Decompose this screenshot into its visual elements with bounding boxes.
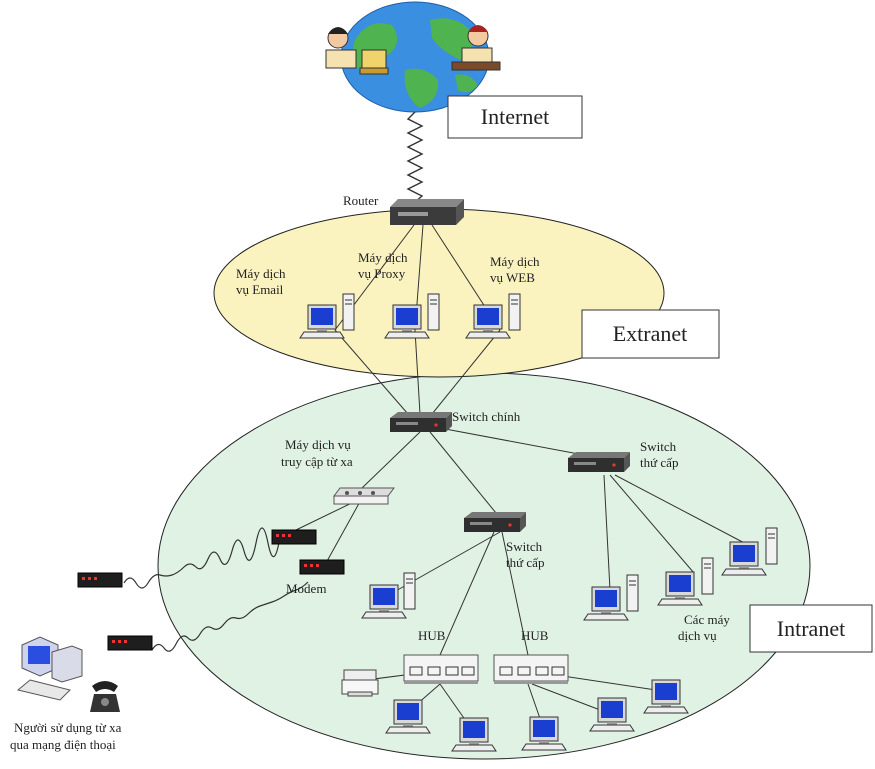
internet-globe-icon <box>325 1 501 113</box>
main-switch-label: Switch chính <box>452 409 521 424</box>
secondary-switch-center-label: Switch thứ cấp <box>506 539 545 570</box>
phone-line-links <box>123 527 309 652</box>
router-icon <box>390 199 464 225</box>
remote-users-label: Người sử dụng từ xa qua mạng điện thoại <box>10 720 125 752</box>
internet-label: Internet <box>481 104 549 129</box>
computer-icon <box>359 49 389 75</box>
modem-icon <box>299 559 345 575</box>
modem-icon <box>271 529 317 545</box>
hub-left-icon <box>403 654 479 685</box>
internet-label-box <box>447 95 583 139</box>
internet-wan-link <box>406 111 424 203</box>
email-server-label: Máy dịch vụ Email <box>236 266 289 297</box>
remote-access-server-label: Máy dịch vụ truy cập từ xa <box>281 437 354 469</box>
person-icon <box>451 25 501 71</box>
router-label: Router <box>343 193 379 208</box>
secondary-switch-right-icon <box>568 452 630 472</box>
service-machines-label: Các máy dịch vụ <box>678 612 733 643</box>
secondary-switch-right-label: Switch thứ cấp <box>640 439 679 470</box>
remote-computer-icon <box>16 636 83 701</box>
hub-right-icon <box>493 654 569 685</box>
hub-left-label: HUB <box>418 628 446 643</box>
intranet-label: Intranet <box>777 616 845 641</box>
web-server-label: Máy dịch vụ WEB <box>490 254 543 285</box>
main-switch-icon <box>390 412 452 432</box>
modem-label: Modem <box>286 581 326 596</box>
extranet-label: Extranet <box>613 321 688 346</box>
telephone-icon <box>90 681 120 712</box>
remote-access-server-icon <box>333 487 395 505</box>
modem-icon <box>77 572 123 588</box>
intranet-label-box <box>749 604 873 653</box>
proxy-server-label: Máy dịch vụ Proxy <box>358 250 411 281</box>
secondary-switch-center-icon <box>464 512 526 532</box>
person-icon <box>325 27 357 69</box>
printer-icon <box>341 669 379 697</box>
hub-right-label: HUB <box>521 628 549 643</box>
extranet-label-box <box>581 309 720 359</box>
modem-icon <box>107 635 153 651</box>
